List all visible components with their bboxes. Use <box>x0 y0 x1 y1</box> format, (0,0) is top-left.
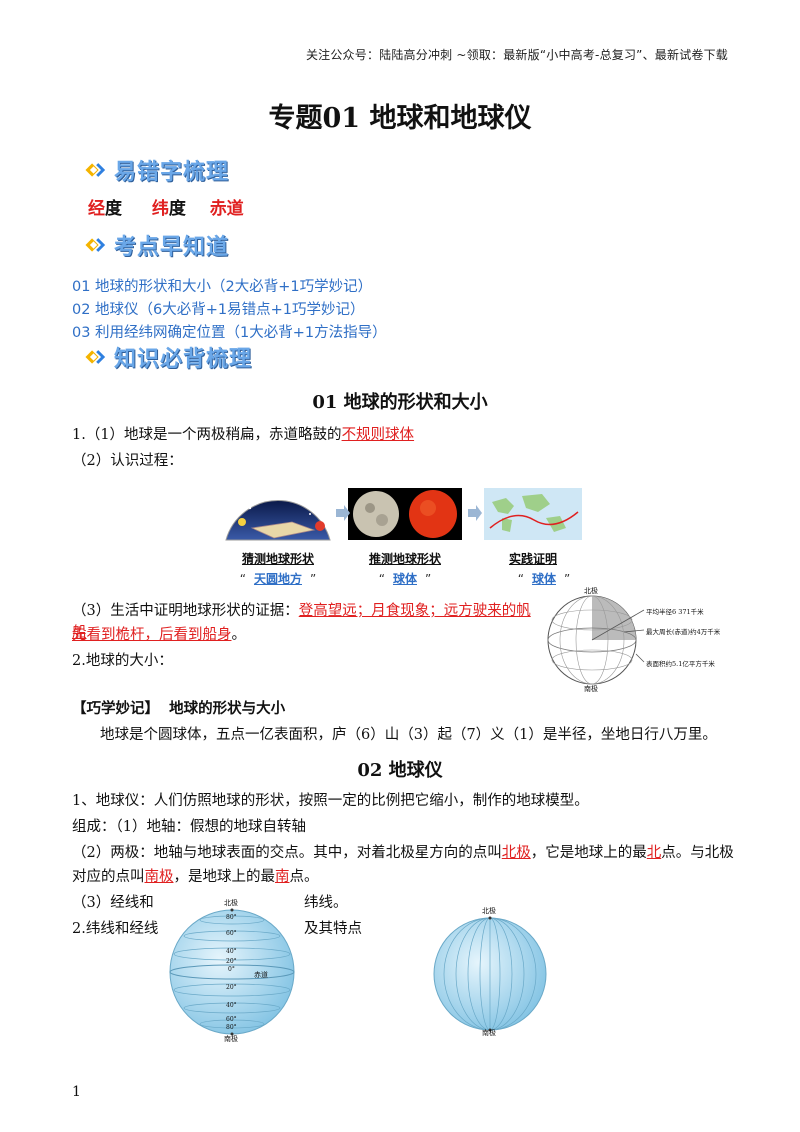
s2-p3: （2）两极：地轴与地球表面的交点。其中，对着北极星方向的点叫北极，它是地球上的最… <box>72 845 734 861</box>
stage-1-image <box>222 478 334 542</box>
section-title-1: 01 地球的形状和大小 <box>312 392 488 413</box>
globe2-south-label: 南极 <box>482 1029 496 1037</box>
typo-terms: 经度 纬度 赤道 <box>88 194 244 219</box>
circumference-label: 最大周长(赤道)约4万千米 <box>646 628 721 636</box>
s2-p5-a: （3）经线和 <box>72 895 154 911</box>
s2-p6-b: 及其特点 <box>304 921 362 937</box>
surface-area-label: 表面积约5.1亿平方千米 <box>646 660 715 668</box>
page-title: 专题01 地球和地球仪 <box>268 103 532 134</box>
double-chevron-icon <box>85 238 106 252</box>
north-pole-label: 北极 <box>584 587 598 595</box>
lat-label: 80° <box>226 1024 237 1031</box>
section-title-2: 02 地球仪 <box>357 760 443 781</box>
term-1: 经度 <box>88 199 122 219</box>
globe1-south-label: 南极 <box>224 1035 238 1043</box>
globe2-north-label: 北极 <box>482 907 496 915</box>
term-2: 纬度 <box>151 199 186 219</box>
arrow-icon <box>468 505 482 521</box>
earth-size-diagram: 北极 南极 平均半径6 371千米 最大周长(赤道)约4万千米 表面积约5.1亿… <box>540 587 740 693</box>
toc-item-2[interactable]: 02 地球仪（6大必背+1易错点+1巧学妙记） <box>72 302 365 318</box>
lat-label: 40° <box>226 1002 237 1009</box>
south-pole-label: 南极 <box>584 685 598 693</box>
longitude-globe-diagram: 北极 南极 <box>432 904 552 1038</box>
radius-label: 平均半径6 371千米 <box>646 608 704 616</box>
stage-3-image <box>484 488 582 540</box>
s1-p3: （3）生活中证明地球形状的证据：登高望远；月食现象；远方驶来的帆船 <box>72 603 531 641</box>
stage-3-caption: 实践证明 <box>508 552 557 566</box>
s2-p1: 1、地球仪：人们仿照地球的形状，按照一定的比例把它缩小，制作的地球模型。 <box>72 793 589 809</box>
stage-2-quote: “球体” <box>378 572 432 586</box>
double-chevron-icon <box>85 350 106 364</box>
banner-points: 考点早知道 <box>84 228 229 262</box>
arrow-icon <box>336 505 350 521</box>
stage-1-caption: 猜测地球形状 <box>241 552 314 566</box>
page-number: 1 <box>72 1084 81 1100</box>
s1-p3-cont: 先看到桅杆，后看到船身。 <box>72 627 246 643</box>
equator-label: 赤道 <box>254 971 268 979</box>
double-chevron-icon <box>85 163 106 177</box>
s2-p4: 对应的点叫南极，是地球上的最南点。 <box>72 869 319 885</box>
lat-label: 40° <box>226 948 237 955</box>
latitude-globe-diagram: 北极 南极 赤道 80° 60° 40° 20° 0° 20° 40° 60° … <box>168 898 298 1043</box>
stage-2-caption: 推测地球形状 <box>368 552 441 566</box>
header-note: 关注公众号：陆陆高分冲刺 ~领取：最新版“小中高考-总复习”、最新试卷下载 <box>305 48 728 62</box>
tip-text: 地球是个圆球体，五点一亿表面积，庐（6）山（3）起（7）义（1）是半径，坐地日行… <box>100 727 717 743</box>
banner-points-label: 考点早知道 <box>114 235 230 260</box>
s2-p6-a: 2.纬线和经线 <box>72 921 159 937</box>
lat-label: 60° <box>226 1016 237 1023</box>
s1-p4: 2.地球的大小： <box>72 653 173 669</box>
lat-label: 0° <box>228 966 235 973</box>
tip-header: 【巧学妙记】 地球的形状与大小 <box>72 700 286 717</box>
lat-label: 60° <box>226 930 237 937</box>
term-3: 赤道 <box>209 199 244 219</box>
stage-2-image <box>348 488 462 540</box>
toc-item-1[interactable]: 01 地球的形状和大小（2大必背+1巧学妙记） <box>72 279 373 295</box>
lat-label: 20° <box>226 984 237 991</box>
stage-1-quote: “天圆地方” <box>239 572 317 586</box>
lat-label: 80° <box>226 914 237 921</box>
banner-typo: 易错字梳理 <box>84 153 229 187</box>
stage-3-quote: “球体” <box>517 572 571 586</box>
banner-typo-label: 易错字梳理 <box>114 160 230 185</box>
lat-label: 20° <box>226 958 237 965</box>
s1-p2: （2）认识过程： <box>72 453 183 469</box>
s2-p2: 组成：（1）地轴：假想的地球自转轴 <box>72 819 306 835</box>
banner-knowledge-label: 知识必背梳理 <box>114 347 253 372</box>
banner-knowledge: 知识必背梳理 <box>84 340 252 374</box>
globe1-north-label: 北极 <box>224 899 238 907</box>
s2-p5-b: 纬线。 <box>304 895 348 911</box>
s1-p1: 1.（1）地球是一个两极稍扁，赤道略鼓的不规则球体 <box>72 427 415 443</box>
toc-item-3[interactable]: 03 利用经纬网确定位置（1大必背+1方法指导） <box>72 325 387 341</box>
